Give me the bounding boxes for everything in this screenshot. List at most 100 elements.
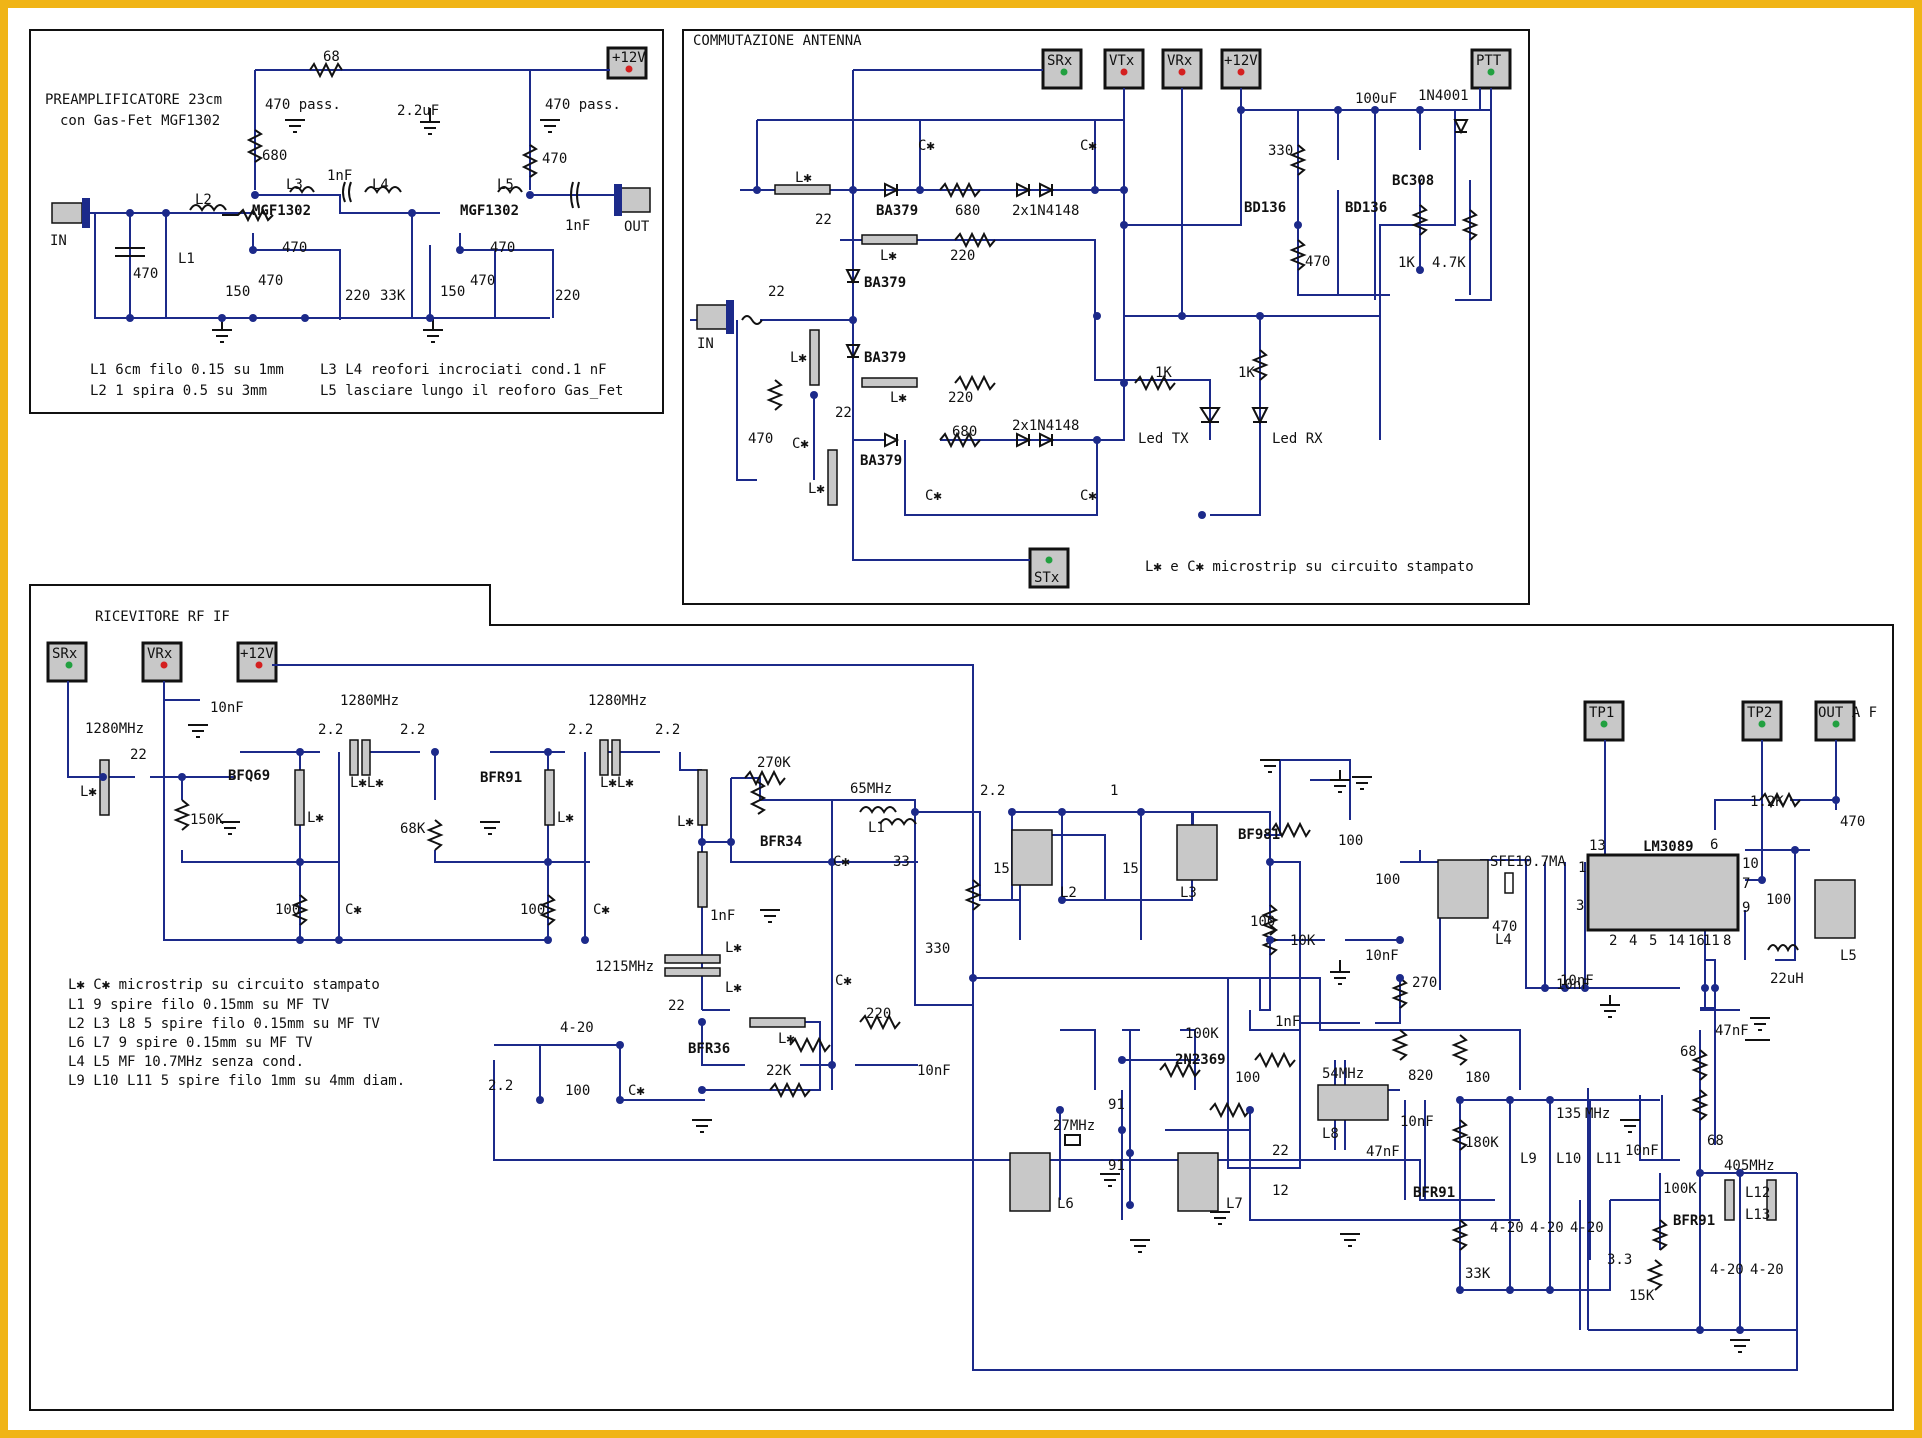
preamp-title-1: PREAMPLIFICATORE 23cm	[45, 92, 222, 108]
label-ic: LM3089	[1643, 839, 1694, 855]
label-l4: L4	[1495, 932, 1512, 948]
label-q1: BD136	[1244, 200, 1286, 216]
label-led-rx: Led RX	[1272, 431, 1323, 447]
label-d2: 2x1N4148	[1012, 203, 1079, 219]
receiver-vrx-connector: VRx	[141, 641, 183, 683]
label-q2: MGF1302	[460, 203, 519, 219]
preamp-note-2: L2 1 spira 0.5 su 3mm	[90, 383, 267, 399]
label-c1nf-b: 1nF	[565, 218, 590, 234]
label-c12: 12	[1272, 1183, 1289, 1199]
label-f405: 405MHz	[1724, 1158, 1775, 1174]
antenna-note: L✱ e C✱ microstrip su circuito stampato	[1145, 559, 1474, 575]
receiver-note-2: L1 9 spire filo 0.15mm su MF TV	[68, 997, 330, 1013]
label-cms-a: C✱	[345, 902, 362, 918]
label-lms-d: L✱	[557, 810, 574, 826]
label-c91-b: 91	[1108, 1158, 1125, 1174]
label-c1: 1	[1110, 783, 1118, 799]
label-pin6: 6	[1710, 837, 1718, 853]
label-c4-20-f: 4-20	[1750, 1262, 1784, 1278]
receiver-tp2-connector: TP2	[1741, 700, 1783, 742]
receiver-tp1-connector: TP1	[1583, 700, 1625, 742]
label-r220-b: 220	[948, 390, 973, 406]
label-q6: 2N2369	[1175, 1052, 1226, 1068]
label-q2: BD136	[1345, 200, 1387, 216]
label-c2-2-g: 2.2	[488, 1078, 513, 1094]
label-f1280-c: 1280MHz	[588, 693, 647, 709]
label-r1k-c: 1K	[1398, 255, 1415, 271]
label-c10nf-d: 10nF	[1556, 977, 1590, 993]
label-c1nf-a: 1nF	[710, 908, 735, 924]
label-r33k: 33K	[380, 288, 406, 304]
label-c100-b: 100	[1766, 892, 1791, 908]
label-r150-a: 150	[225, 284, 250, 300]
label-c470-e: 470	[1840, 814, 1865, 830]
label-l1: L1	[178, 251, 195, 267]
label-cms3: C✱	[792, 436, 809, 452]
preamp-note-3: L3 L4 reofori incrociati cond.1 nF	[320, 362, 607, 378]
receiver-supply-connector: +12V	[236, 641, 278, 683]
label-r100-a: 100	[275, 902, 300, 918]
label-l8: L8	[1322, 1126, 1339, 1142]
label-l12: L12	[1745, 1185, 1770, 1201]
label-r100-e: 100	[1250, 914, 1275, 930]
label-c22-e: 2.2	[655, 722, 680, 738]
label-l13: L13	[1745, 1207, 1770, 1223]
label-pin2: 2	[1609, 933, 1617, 949]
label-r330: 330	[925, 941, 950, 957]
label-l2: L2	[1060, 885, 1077, 901]
label-lms-g: L✱	[725, 940, 742, 956]
schematic-diagram: PREAMPLIFICATORE 23cm con Gas-Fet MGF130…	[29, 29, 1894, 1411]
antenna-title: COMMUTAZIONE ANTENNA	[693, 33, 862, 49]
antenna-stx-connector: STx	[1028, 547, 1070, 589]
antenna-wiring	[690, 69, 1492, 561]
preamp-labels: IN OUT 68 2.2uF 470 pass. 470 pass. 680 …	[50, 49, 650, 304]
label-r68-b: 68	[1707, 1133, 1724, 1149]
label-srx: SRx	[52, 646, 77, 662]
label-c22-d: 2.2	[568, 722, 593, 738]
label-pin11: 11	[1703, 933, 1720, 949]
label-pin7: 7	[1742, 876, 1750, 892]
preamp-frame	[29, 29, 664, 414]
label-r22k: 22K	[766, 1063, 792, 1079]
label-d4: BA379	[864, 350, 906, 366]
receiver-srx-connector: SRx	[46, 641, 88, 683]
label-c22-in: 22	[768, 284, 785, 300]
label-f135: 135	[1556, 1106, 1581, 1122]
label-r470-b: 470	[1492, 919, 1517, 935]
receiver-title: RICEVITORE RF IF	[95, 609, 230, 625]
label-c10nf-g: 10nF	[1625, 1143, 1659, 1159]
label-tp2: TP2	[1747, 705, 1772, 721]
label-r180k: 180K	[1465, 1135, 1499, 1151]
label-r150-b: 150	[440, 284, 465, 300]
label-f54: 54MHz	[1322, 1066, 1364, 1082]
label-r1k-b: 1K	[1238, 365, 1255, 381]
label-r680: 680	[262, 148, 287, 164]
label-cms2: C✱	[1080, 138, 1097, 154]
label-r270k: 270K	[757, 755, 791, 771]
label-lms-f: L✱	[677, 814, 694, 830]
label-pin16: 16	[1688, 933, 1705, 949]
label-c22-b: 2.2	[318, 722, 343, 738]
label-cms-b: C✱	[593, 902, 610, 918]
label-d1: BA379	[876, 203, 918, 219]
label-r180: 180	[1465, 1070, 1490, 1086]
label-r820: 820	[1408, 1068, 1433, 1084]
label-d6: 2x1N4148	[1012, 418, 1079, 434]
preamp-note-1: L1 6cm filo 0.15 su 1mm	[90, 362, 284, 378]
label-c22-a: 22	[815, 212, 832, 228]
preamp-note-4: L5 lasciare lungo il reoforo Gas_Fet	[320, 383, 623, 399]
receiver-frame	[29, 584, 1894, 1411]
label-c15-a: 15	[993, 861, 1010, 877]
label-r68: 68	[323, 49, 340, 65]
label-r100k-b: 100K	[1663, 1181, 1697, 1197]
label-c22-b: 22	[835, 405, 852, 421]
label-q7: BFR91	[1413, 1185, 1455, 1201]
label-l7: L7	[1226, 1196, 1243, 1212]
label-c22uf: 2.2uF	[397, 103, 439, 119]
antenna-supply-connector: +12V	[1220, 48, 1262, 90]
receiver-note-6: L9 L10 L11 5 spire filo 1mm su 4mm diam.	[68, 1073, 405, 1089]
preamp-title-2: con Gas-Fet MGF1302	[60, 113, 220, 129]
label-c470-d: 470	[490, 240, 515, 256]
label-c470-c: 470	[470, 273, 495, 289]
label-r12k: 1.2K	[1750, 794, 1784, 810]
